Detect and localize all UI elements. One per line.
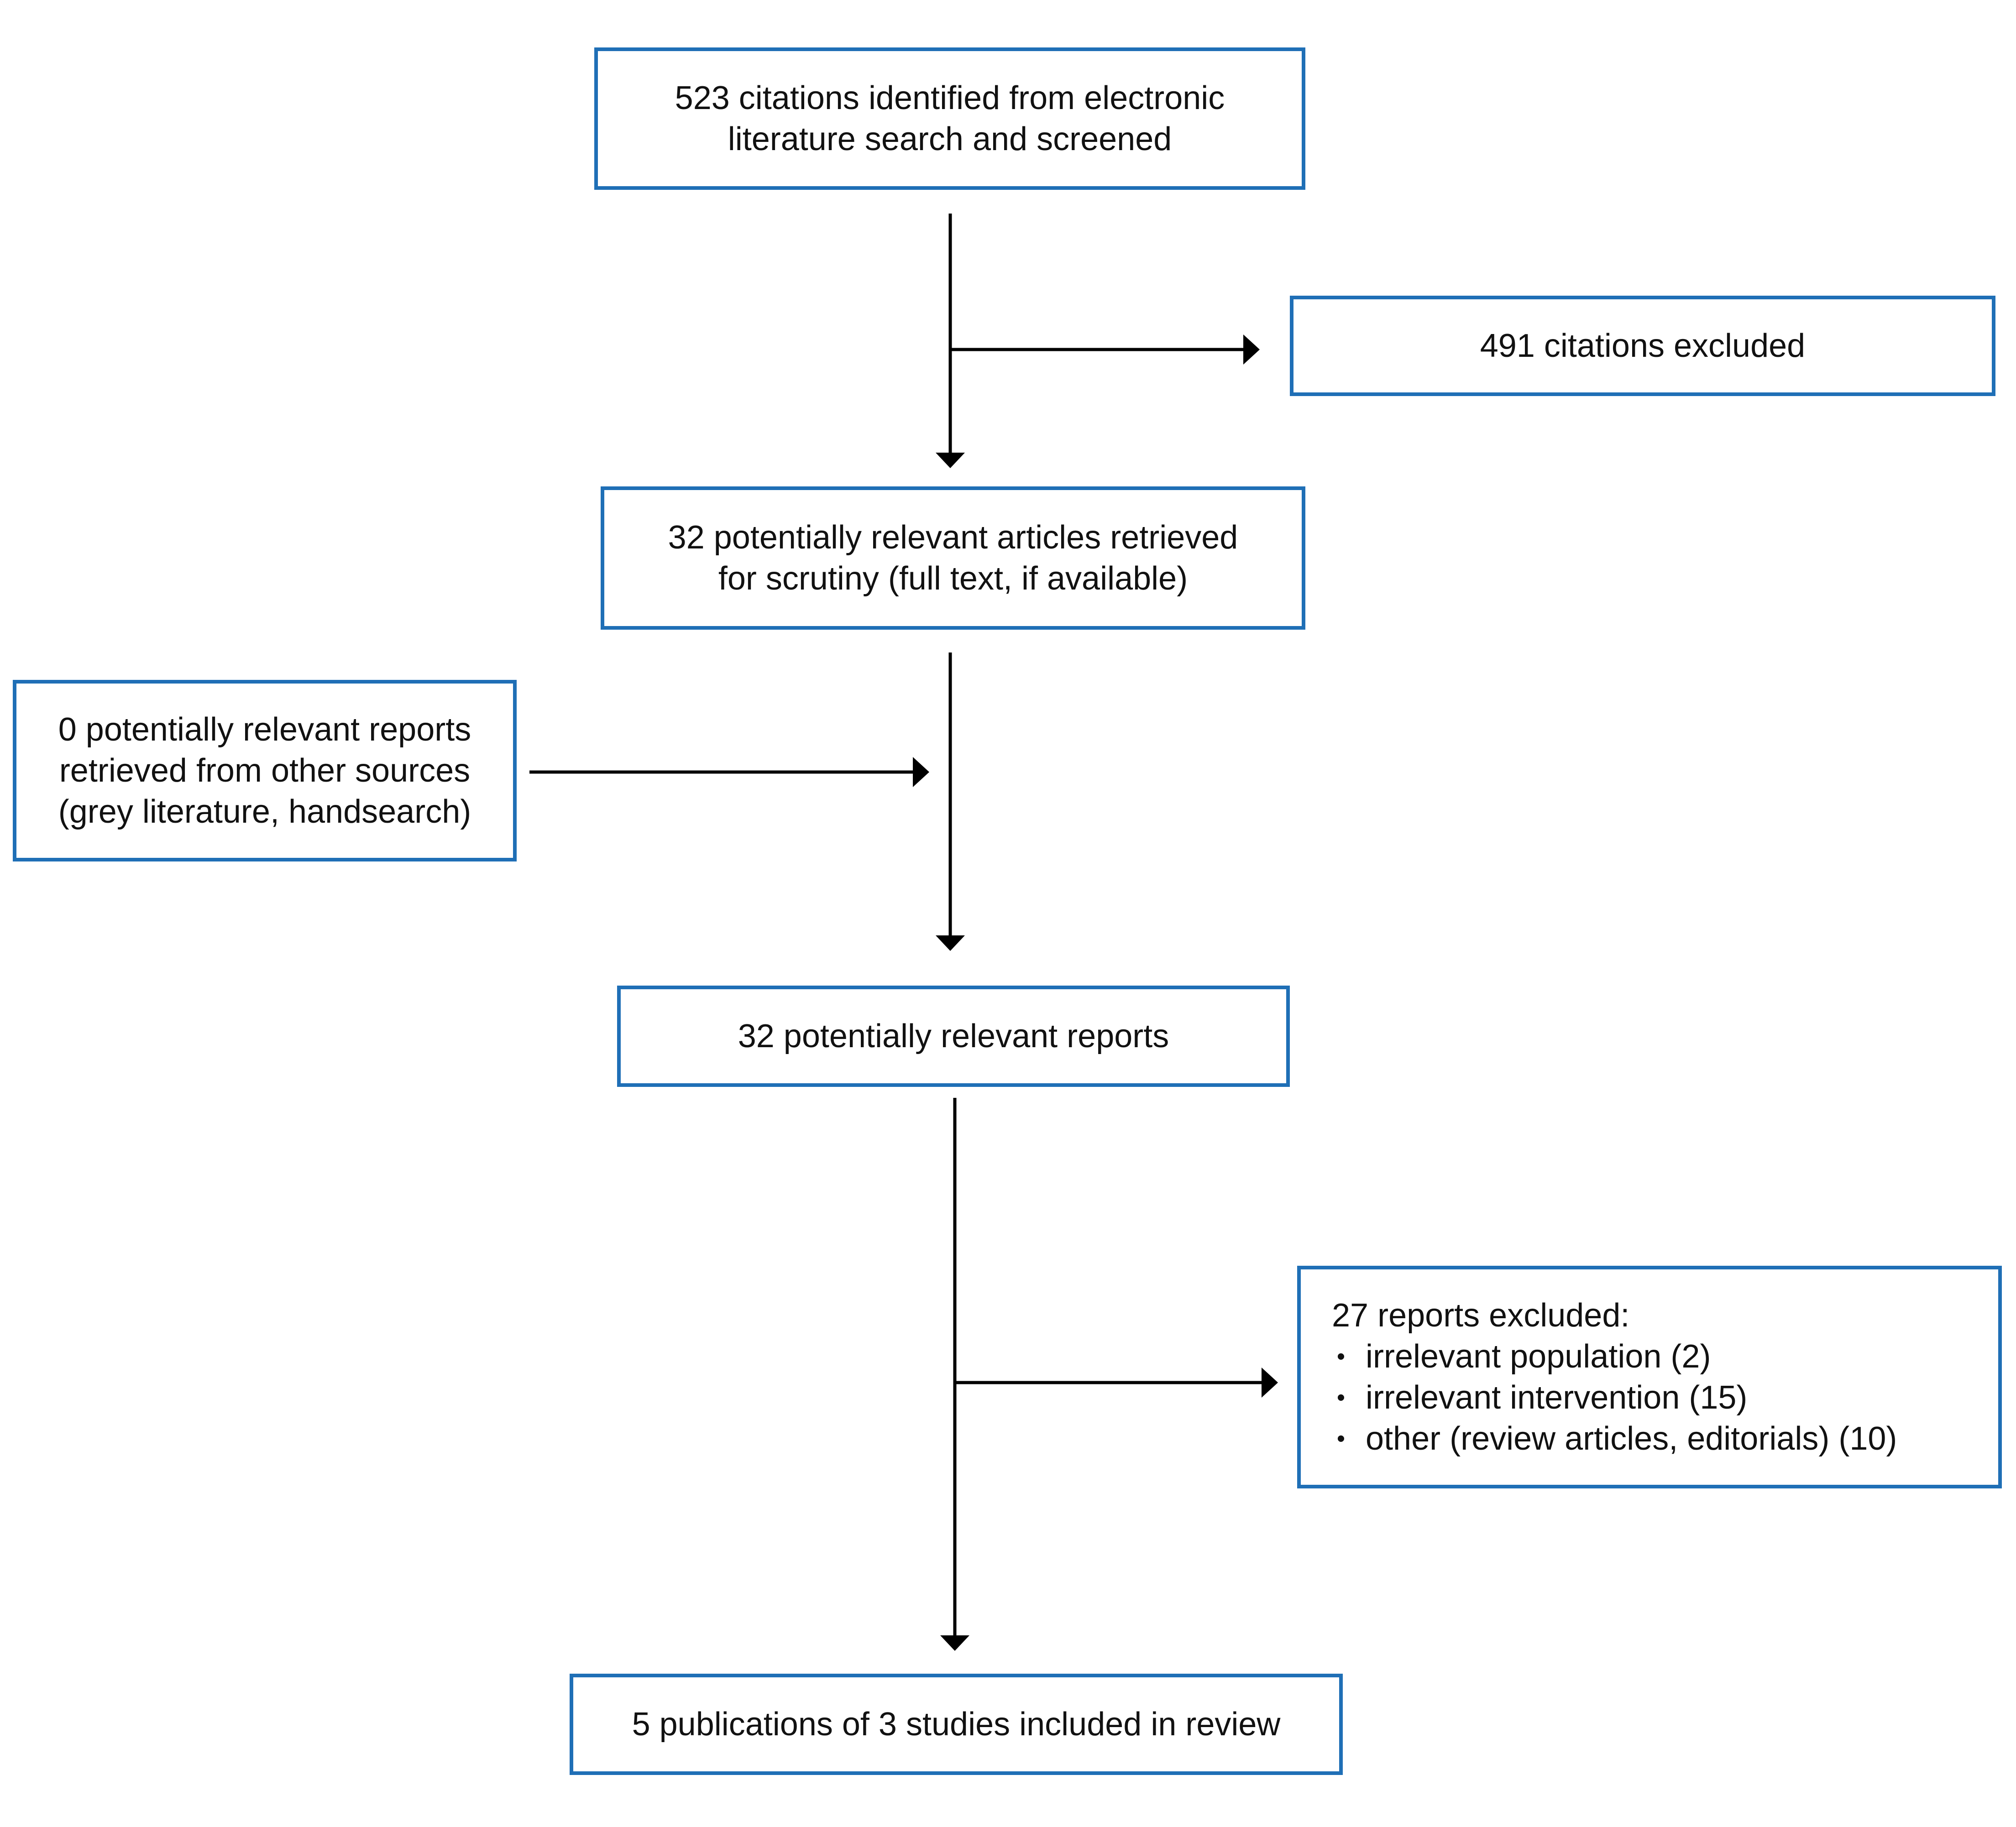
arrowhead-down-icon bbox=[936, 935, 965, 951]
bullet-icon: • bbox=[1336, 1425, 1346, 1452]
list-item: • irrelevant population (2) bbox=[1332, 1336, 1897, 1377]
box-heading: 27 reports excluded: bbox=[1332, 1297, 1630, 1334]
box-articles-retrieved: 32 potentially relevant articles retriev… bbox=[601, 486, 1305, 630]
box-text-line: retrieved from other sources bbox=[59, 752, 471, 789]
exclusion-reason: other (review articles, editorials) (10) bbox=[1366, 1420, 1897, 1457]
arrowhead-down-icon bbox=[940, 1635, 969, 1651]
box-text-line: 32 potentially relevant articles retriev… bbox=[668, 519, 1238, 556]
box-relevant-reports: 32 potentially relevant reports bbox=[617, 986, 1290, 1087]
list-item: • irrelevant intervention (15) bbox=[1332, 1377, 1897, 1418]
box-studies-included: 5 publications of 3 studies included in … bbox=[570, 1674, 1343, 1775]
bullet-icon: • bbox=[1336, 1343, 1346, 1370]
box-text-line: (grey literature, handsearch) bbox=[58, 793, 471, 830]
box-citations-identified: 523 citations identified from electronic… bbox=[594, 47, 1305, 190]
box-citations-excluded: 491 citations excluded bbox=[1290, 296, 1995, 396]
box-text-line: 5 publications of 3 studies included in … bbox=[632, 1706, 1281, 1743]
box-text-line: for scrutiny (full text, if available) bbox=[718, 560, 1188, 597]
box-text-line: 32 potentially relevant reports bbox=[738, 1018, 1169, 1054]
box-reports-excluded: 27 reports excluded: • irrelevant popula… bbox=[1297, 1266, 2002, 1488]
arrowhead-down-icon bbox=[936, 453, 965, 468]
exclusion-reasons-list: • irrelevant population (2) • irrelevant… bbox=[1332, 1336, 1897, 1459]
box-text-line: 0 potentially relevant reports bbox=[58, 711, 471, 748]
arrowhead-right-icon bbox=[913, 757, 929, 787]
arrowhead-right-icon bbox=[1262, 1368, 1278, 1398]
box-other-sources: 0 potentially relevant reports retrieved… bbox=[13, 680, 517, 861]
list-item: • other (review articles, editorials) (1… bbox=[1332, 1418, 1897, 1459]
exclusion-reason: irrelevant intervention (15) bbox=[1366, 1379, 1748, 1416]
box-text-line: 523 citations identified from electronic bbox=[675, 80, 1225, 116]
box-text-line: 491 citations excluded bbox=[1480, 328, 1806, 364]
box-text-line: literature search and screened bbox=[728, 121, 1172, 157]
bullet-icon: • bbox=[1336, 1384, 1346, 1411]
arrowhead-right-icon bbox=[1243, 334, 1260, 365]
exclusion-reason: irrelevant population (2) bbox=[1366, 1338, 1711, 1375]
